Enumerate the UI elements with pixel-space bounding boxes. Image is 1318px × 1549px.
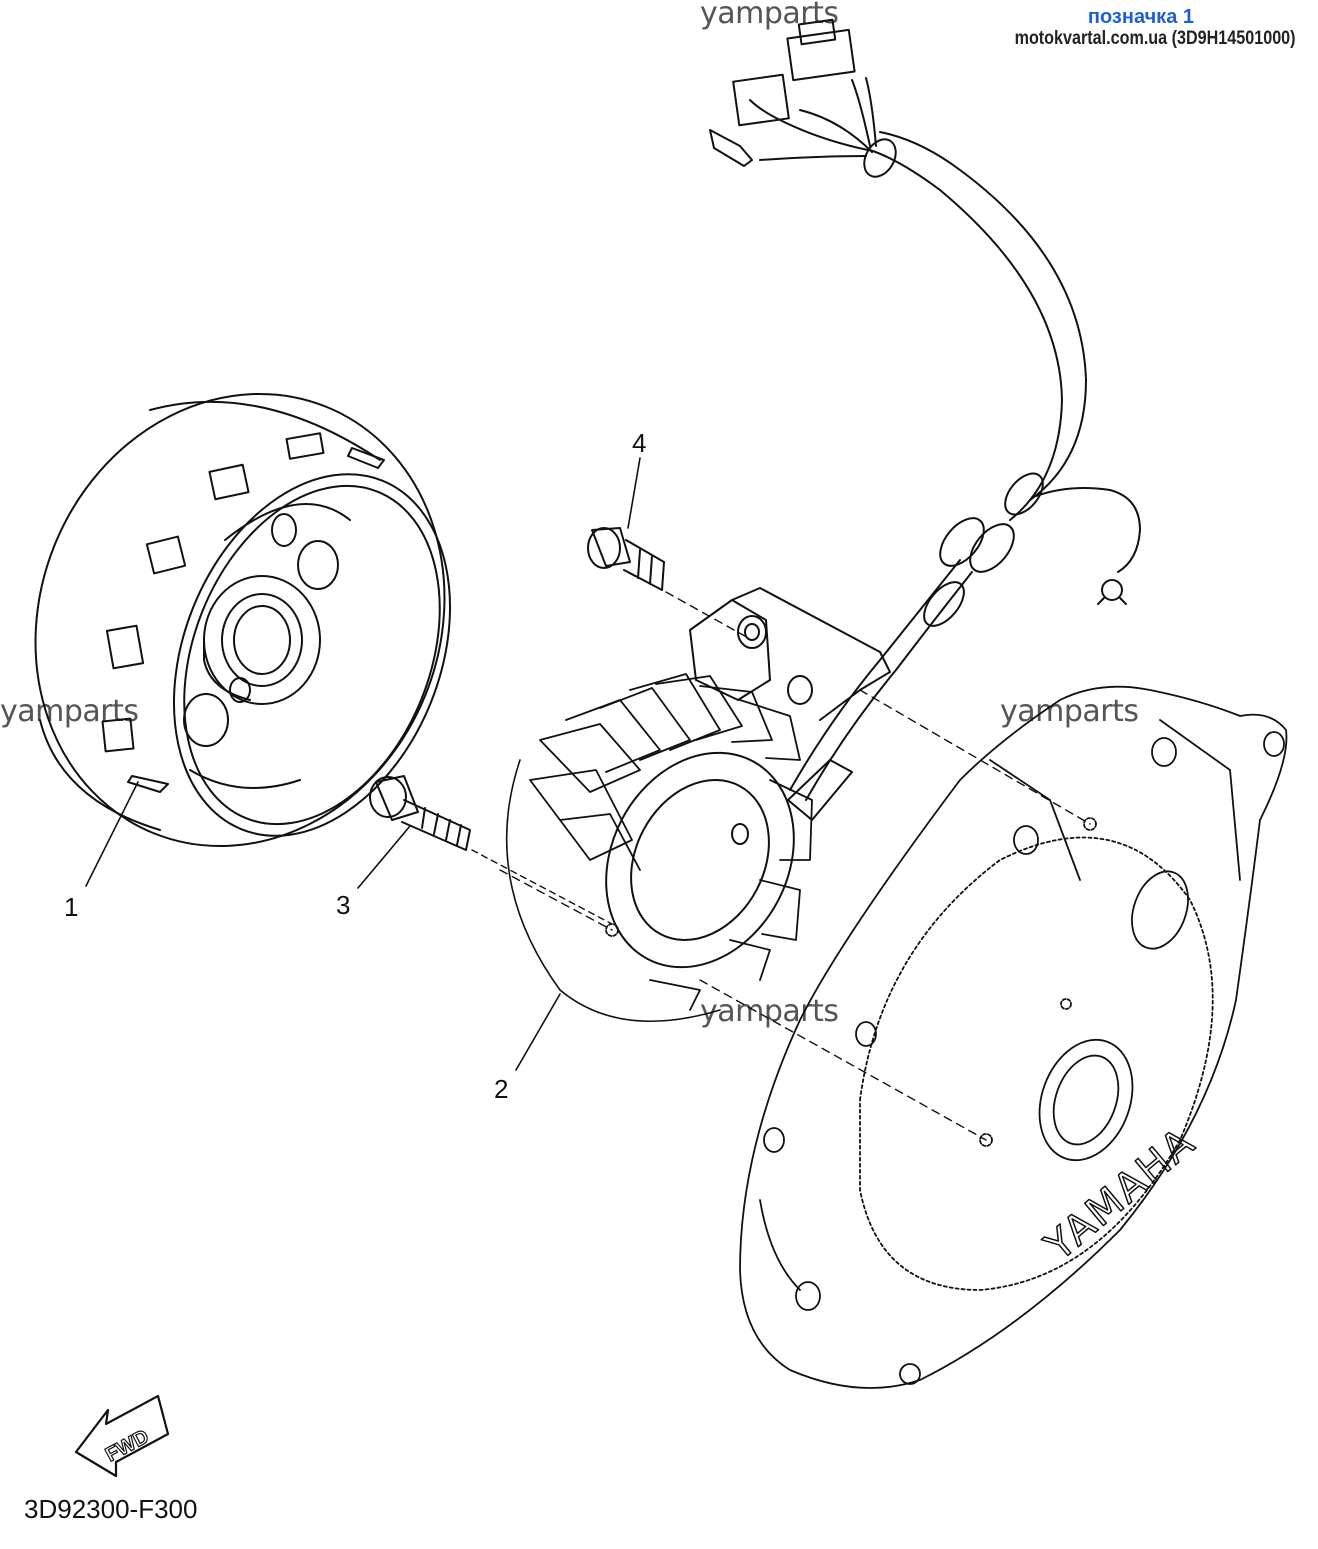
- watermark-left: yamparts: [0, 694, 139, 729]
- fwd-label: FWD: [102, 1426, 153, 1467]
- callout-4: 4: [632, 428, 647, 458]
- callout-3-leader: [357, 825, 411, 889]
- callout-3: 3: [336, 890, 351, 920]
- part-2-stator-assembly[interactable]: [505, 18, 1141, 1023]
- marker-label: позначка 1: [1087, 6, 1194, 28]
- callout-2-leader: [515, 993, 561, 1071]
- callout-2: 2: [494, 1074, 509, 1104]
- watermark-top: yamparts: [700, 0, 839, 31]
- alignment-lines: [499, 689, 1091, 1141]
- callout-4-leader: [627, 457, 641, 529]
- crankcase-cover[interactable]: [605, 685, 1288, 1389]
- callout-1-leader: [85, 781, 139, 887]
- bolt-3-alignment-line: [471, 849, 613, 925]
- source-site-label: motokvartal.com.ua (3D9H14501000): [1015, 28, 1296, 49]
- callout-1: 1: [64, 892, 79, 922]
- fwd-arrow-icon: FWD: [74, 1394, 170, 1478]
- part-1-rotor[interactable]: [0, 332, 512, 908]
- part-4-bolt[interactable]: [587, 527, 665, 591]
- part-3-bolt[interactable]: [369, 775, 471, 851]
- watermark-center: yamparts: [700, 994, 839, 1029]
- watermark-right: yamparts: [1000, 694, 1139, 729]
- yamaha-logo: YAMAHA: [1036, 1119, 1204, 1271]
- diagram-code: 3D92300-F300: [24, 1494, 198, 1524]
